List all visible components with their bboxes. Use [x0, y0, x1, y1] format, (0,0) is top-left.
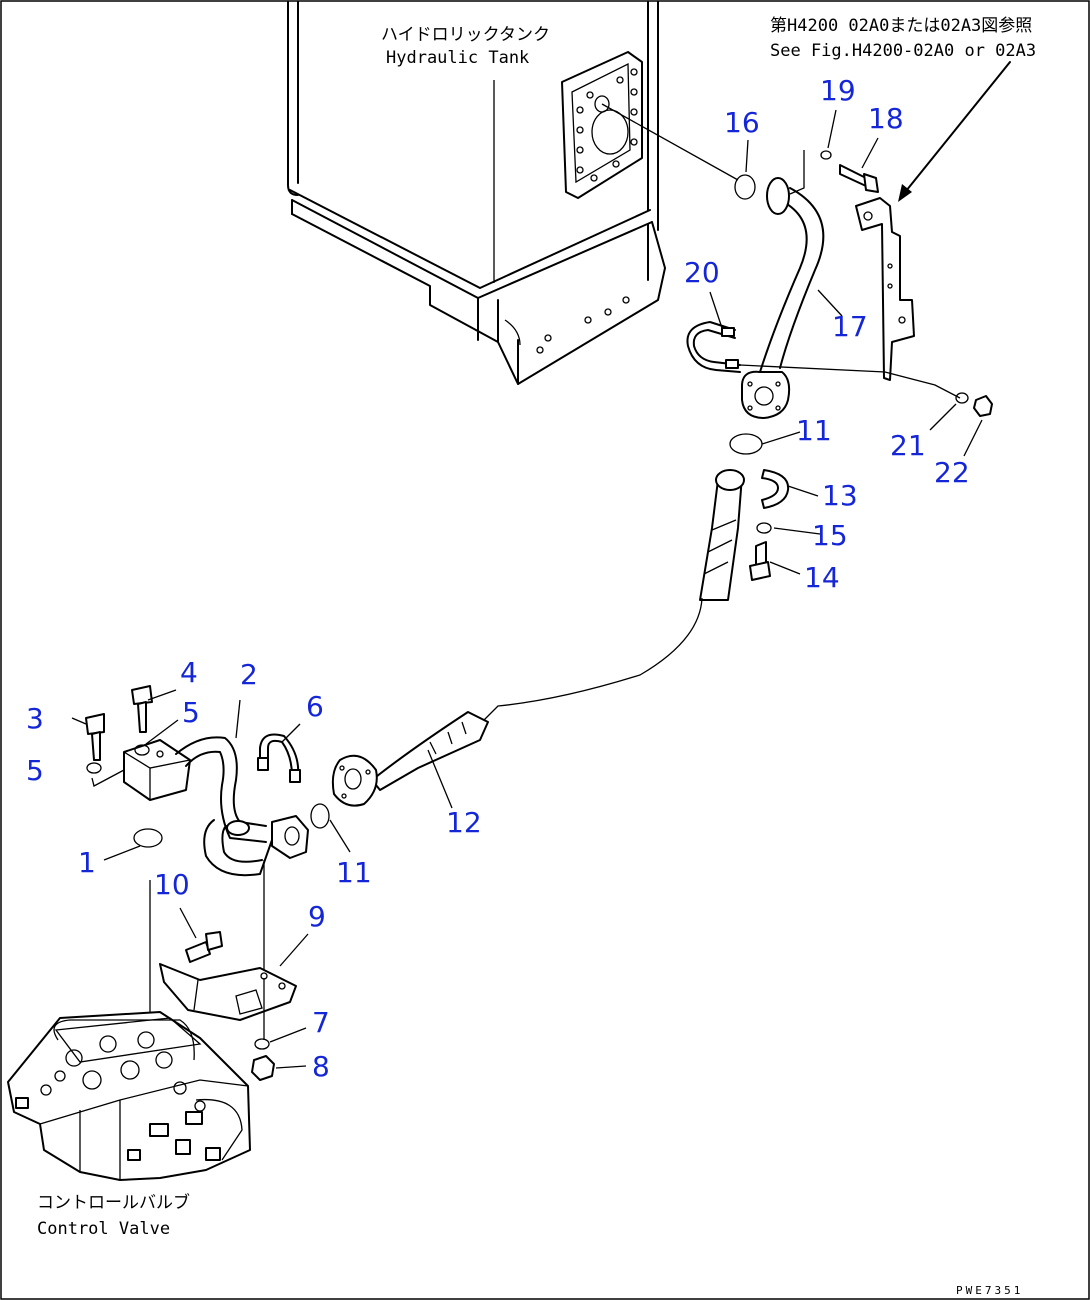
hydraulic-tank	[287, 1, 666, 385]
bolt-10	[185, 931, 223, 963]
callout-11-lower: 11	[336, 856, 372, 889]
tank-caption-en: Hydraulic Tank	[386, 48, 529, 68]
callout-leaders	[71, 109, 983, 1069]
callout-2: 2	[240, 658, 258, 691]
bolt-4	[131, 685, 153, 733]
washer-5-right	[134, 744, 150, 756]
valve-caption-en: Control Valve	[37, 1219, 170, 1239]
callout-18: 18	[868, 102, 904, 135]
u-clamp-6	[257, 733, 301, 783]
valve-caption-jp: コントロールバルブ	[37, 1192, 190, 1213]
callout-5-right: 5	[182, 696, 200, 729]
oring-11-upper	[729, 433, 763, 455]
callout-16: 16	[724, 106, 760, 139]
callout-15: 15	[812, 519, 848, 552]
oring-11-lower	[310, 803, 330, 829]
callout-10: 10	[154, 868, 190, 901]
oring-16	[734, 174, 756, 200]
ref-arrowhead	[898, 184, 912, 202]
ref-caption-en: See Fig.H4200-02A0 or 02A3	[770, 41, 1036, 61]
leader-tank-16	[601, 103, 739, 181]
diagram-code: PWE7351	[956, 1284, 1023, 1297]
callout-6: 6	[306, 690, 324, 723]
callout-9: 9	[308, 900, 326, 933]
hose-17	[741, 150, 825, 419]
callout-4: 4	[180, 656, 198, 689]
callout-12: 12	[446, 806, 482, 839]
callout-13: 13	[822, 479, 858, 512]
bolt-14	[749, 541, 771, 581]
flange-block	[123, 739, 191, 801]
u-clamp-20	[686, 321, 741, 373]
oring-1	[133, 828, 163, 848]
ref-arrow	[901, 61, 1011, 197]
callout-7: 7	[312, 1006, 330, 1039]
hose-12	[331, 469, 745, 807]
callout-5-left: 5	[26, 754, 44, 787]
nut-8	[251, 1055, 275, 1081]
washer-15	[756, 522, 772, 534]
callout-17: 17	[832, 310, 868, 343]
bolt-18	[839, 164, 879, 193]
leader-20	[739, 364, 961, 399]
callout-22: 22	[934, 456, 970, 489]
callout-19: 19	[820, 74, 856, 107]
bracket-upper	[855, 197, 915, 381]
callout-8: 8	[312, 1050, 330, 1083]
tube-2	[175, 736, 309, 877]
bolt-3	[85, 713, 105, 761]
bracket-9	[159, 963, 297, 1021]
washer-5-left	[86, 762, 102, 774]
leader-5-left	[91, 769, 125, 787]
half-clamp-13	[761, 469, 790, 509]
callout-20: 20	[684, 256, 720, 289]
callout-3: 3	[26, 702, 44, 735]
callout-14: 14	[804, 561, 840, 594]
tank-caption-jp: ハイドロリックタンク	[381, 25, 550, 45]
callout-1: 1	[78, 846, 96, 879]
callout-21: 21	[890, 429, 926, 462]
ref-caption-jp: 第H4200 02A0または02A3図参照	[770, 16, 1032, 36]
washer-21	[955, 392, 969, 404]
control-valve	[7, 1011, 251, 1181]
washer-7	[254, 1038, 270, 1050]
washer-19	[820, 150, 832, 160]
nut-22	[973, 395, 993, 417]
callout-11-upper: 11	[796, 414, 832, 447]
